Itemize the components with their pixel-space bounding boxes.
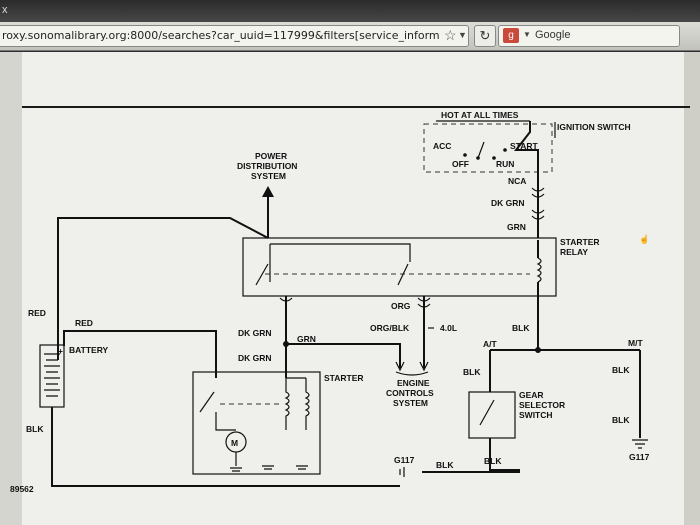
battery-cells (44, 353, 60, 397)
hot-at-all-times-label: HOT AT ALL TIMES (441, 110, 519, 120)
engine-arrow-heads (395, 361, 429, 372)
nca-wire (513, 121, 539, 180)
connector-dkgrn (531, 209, 545, 220)
g117-left-label: G117 (394, 455, 415, 465)
switch-arm (477, 141, 485, 159)
engine-controls-label-3: SYSTEM (393, 398, 428, 408)
relay-switch-2 (397, 263, 409, 286)
battery-plus: + (58, 346, 63, 356)
reload-icon[interactable]: ↻ (474, 25, 496, 47)
engine-controls-label-1: ENGINE (397, 378, 430, 388)
engine-brace (395, 371, 429, 376)
acc-label: ACC (433, 141, 451, 151)
search-bar[interactable]: g ▼ Google (498, 25, 680, 47)
gear-selector-ground (489, 438, 520, 471)
starter-coil-1 (284, 378, 290, 430)
gear-selector-label-3: SWITCH (519, 410, 553, 420)
splice-dot (283, 341, 289, 347)
scrollbar-track[interactable] (684, 52, 700, 525)
blk-mt-label-1: BLK (612, 365, 630, 375)
window-titlebar: x (0, 0, 700, 22)
starter-motor-lead (215, 412, 236, 431)
browser-toolbar: roxy.sonomalibrary.org:8000/searches?car… (0, 22, 700, 51)
connector-relay-starter (279, 297, 293, 302)
battery-ground-wire (51, 407, 400, 487)
org-label: ORG (391, 301, 411, 311)
grn-label-2: GRN (297, 334, 316, 344)
motor-label: M (231, 438, 238, 448)
relay-switch-1 (255, 263, 269, 286)
starter-grounds (262, 465, 308, 470)
gear-selector-box (468, 391, 516, 439)
m-t-label: M/T (628, 338, 643, 348)
a-t-label: A/T (483, 339, 498, 349)
gear-selector-label-2: SELECTOR (519, 400, 565, 410)
switch-contact-run (492, 156, 496, 160)
g117-right-label: G117 (629, 452, 650, 462)
dk-grn-label-3: DK GRN (238, 353, 272, 363)
battery-label: BATTERY (69, 345, 109, 355)
off-label: OFF (452, 159, 469, 169)
red-label-1: RED (28, 308, 46, 318)
arrow-up-icon (262, 186, 274, 197)
blk-batt-label: BLK (26, 424, 44, 434)
motor-ground (230, 452, 242, 472)
blk-ground-label: BLK (436, 460, 454, 470)
header-rule (22, 106, 690, 108)
blk-gs-label: BLK (484, 456, 502, 466)
dk-grn-label-1: DK GRN (491, 198, 525, 208)
gear-switch-arm (479, 399, 495, 426)
search-engine-label: Google (535, 29, 571, 41)
grn-to-engine-wire (286, 343, 401, 368)
address-bar[interactable]: roxy.sonomalibrary.org:8000/searches?car… (0, 25, 469, 47)
document-page (22, 52, 692, 525)
ground-symbol-right (632, 439, 648, 449)
org-blk-label: ORG/BLK (370, 323, 410, 333)
splice-dot-2 (535, 347, 541, 353)
ignition-switch-box (423, 123, 553, 173)
red-label-2: RED (75, 318, 93, 328)
power-distribution-label-2: DISTRIBUTION (237, 161, 297, 171)
url-dropdown-icon[interactable]: ▼ (458, 30, 467, 40)
blk-label-1: BLK (512, 323, 530, 333)
engine-4l-label: 4.0L (440, 323, 457, 333)
engine-controls-label-2: CONTROLS (386, 388, 434, 398)
starter-solenoid-switch (199, 391, 215, 413)
gear-selector-label-1: GEAR (519, 390, 544, 400)
cursor-hand-icon: ☝ (639, 234, 650, 245)
relay-internal-wire (270, 243, 411, 262)
starter-relay-label-2: RELAY (560, 247, 588, 257)
search-engine-dropdown-icon[interactable]: ▼ (523, 30, 531, 39)
switch-contact-start (503, 148, 507, 152)
grn-label-1: GRN (507, 222, 526, 232)
battery-to-starter-wire (63, 330, 217, 378)
dk-grn-label-2: DK GRN (238, 328, 272, 338)
blk-at-label: BLK (463, 367, 481, 377)
run-label: RUN (496, 159, 514, 169)
switch-contact-acc (463, 153, 467, 157)
url-text: roxy.sonomalibrary.org:8000/searches?car… (2, 29, 440, 42)
starter-box (192, 371, 321, 475)
starter-coil-2 (304, 378, 310, 430)
starter-label: STARTER (324, 373, 364, 383)
blk-mt-label-2: BLK (612, 415, 630, 425)
starter-relay-label-1: STARTER (560, 237, 600, 247)
relay-coil (536, 257, 542, 283)
ignition-switch-label: IGNITION SWITCH (557, 122, 631, 132)
bookmark-star-icon[interactable]: ☆ (444, 27, 457, 43)
power-distribution-label-1: POWER (255, 151, 287, 161)
starter-relay-box (242, 237, 557, 297)
start-label: START (510, 141, 539, 151)
battery-red-wire-top (57, 217, 269, 360)
ground-symbol-left (399, 467, 405, 477)
nca-label: NCA (508, 176, 526, 186)
page-margin-left (0, 52, 22, 525)
google-icon[interactable]: g (503, 28, 519, 43)
figure-id: 89562 (10, 484, 34, 494)
power-distribution-label-3: SYSTEM (251, 171, 286, 181)
close-icon[interactable]: x (2, 4, 8, 16)
